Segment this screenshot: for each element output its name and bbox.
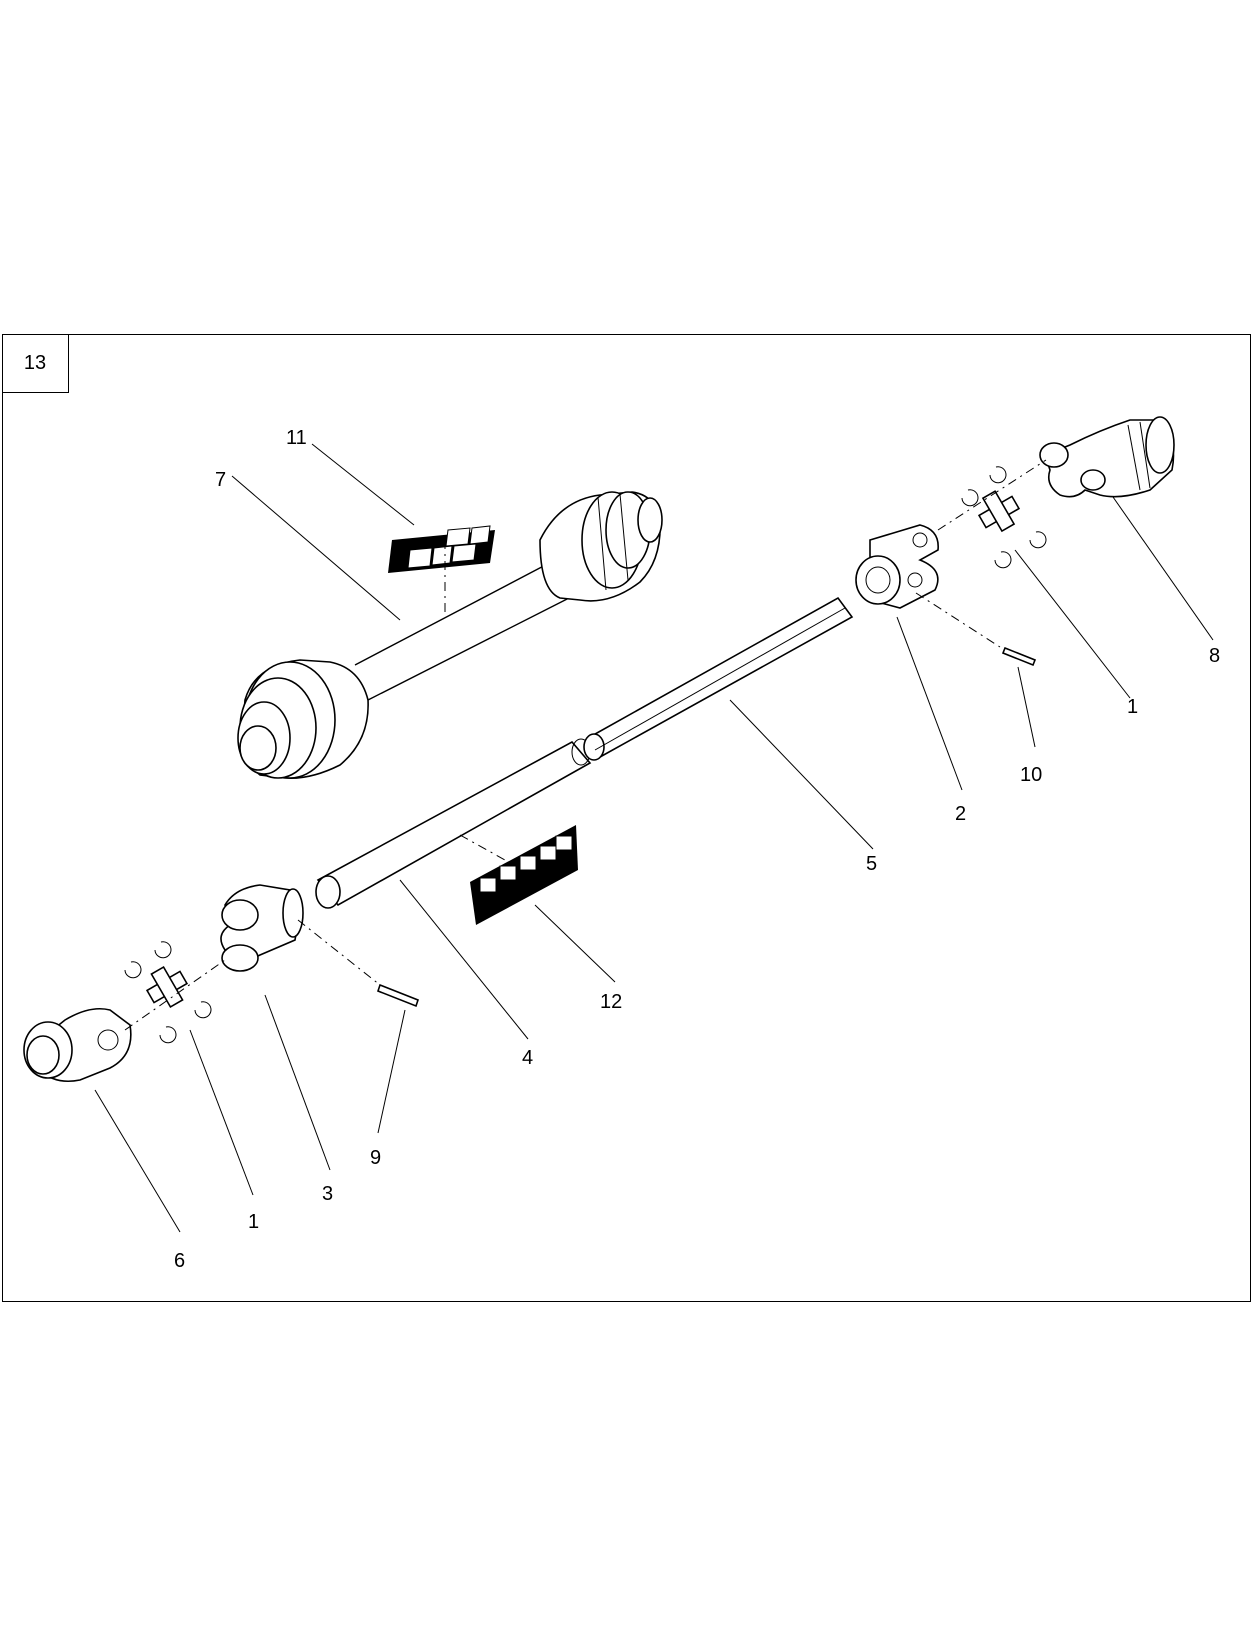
callout-12: 12 <box>600 991 622 1013</box>
callout-8: 8 <box>1209 645 1220 667</box>
spring-pin-left <box>377 983 419 1008</box>
diagram-frame <box>2 334 1251 1302</box>
guard-decal-11 <box>388 525 495 573</box>
cross-kit-right <box>961 466 1047 569</box>
assembly-axis-lines <box>124 459 1047 1031</box>
spring-pin-right <box>1001 646 1037 667</box>
leader-lines <box>94 443 1214 1233</box>
callout-4: 4 <box>522 1047 533 1069</box>
callout-1-right: 1 <box>1127 696 1138 718</box>
figure-number-box: 13 <box>2 334 69 393</box>
callout-7: 7 <box>215 469 226 491</box>
inner-yoke-right <box>855 524 939 609</box>
tube-decal-12 <box>470 825 578 925</box>
callout-6: 6 <box>174 1250 185 1272</box>
callout-9: 9 <box>370 1147 381 1169</box>
callout-5: 5 <box>866 853 877 875</box>
figure-number: 13 <box>23 351 47 374</box>
profile-tube-inner <box>315 738 592 909</box>
tractor-yoke-part-8 <box>1039 416 1175 498</box>
cross-kit-left <box>124 941 212 1044</box>
profile-tube-outer <box>583 596 854 761</box>
callout-11: 11 <box>286 427 307 449</box>
shaft-guard-part <box>237 491 663 780</box>
callout-3: 3 <box>322 1183 333 1205</box>
callout-10: 10 <box>1020 764 1042 786</box>
implement-yoke-part-6 <box>23 1007 132 1083</box>
inner-yoke-left <box>220 884 304 972</box>
callout-2: 2 <box>955 803 966 825</box>
callout-labels: 11 7 8 1 10 2 5 12 4 9 3 1 6 <box>174 427 1220 1272</box>
callout-1-left: 1 <box>248 1211 259 1233</box>
